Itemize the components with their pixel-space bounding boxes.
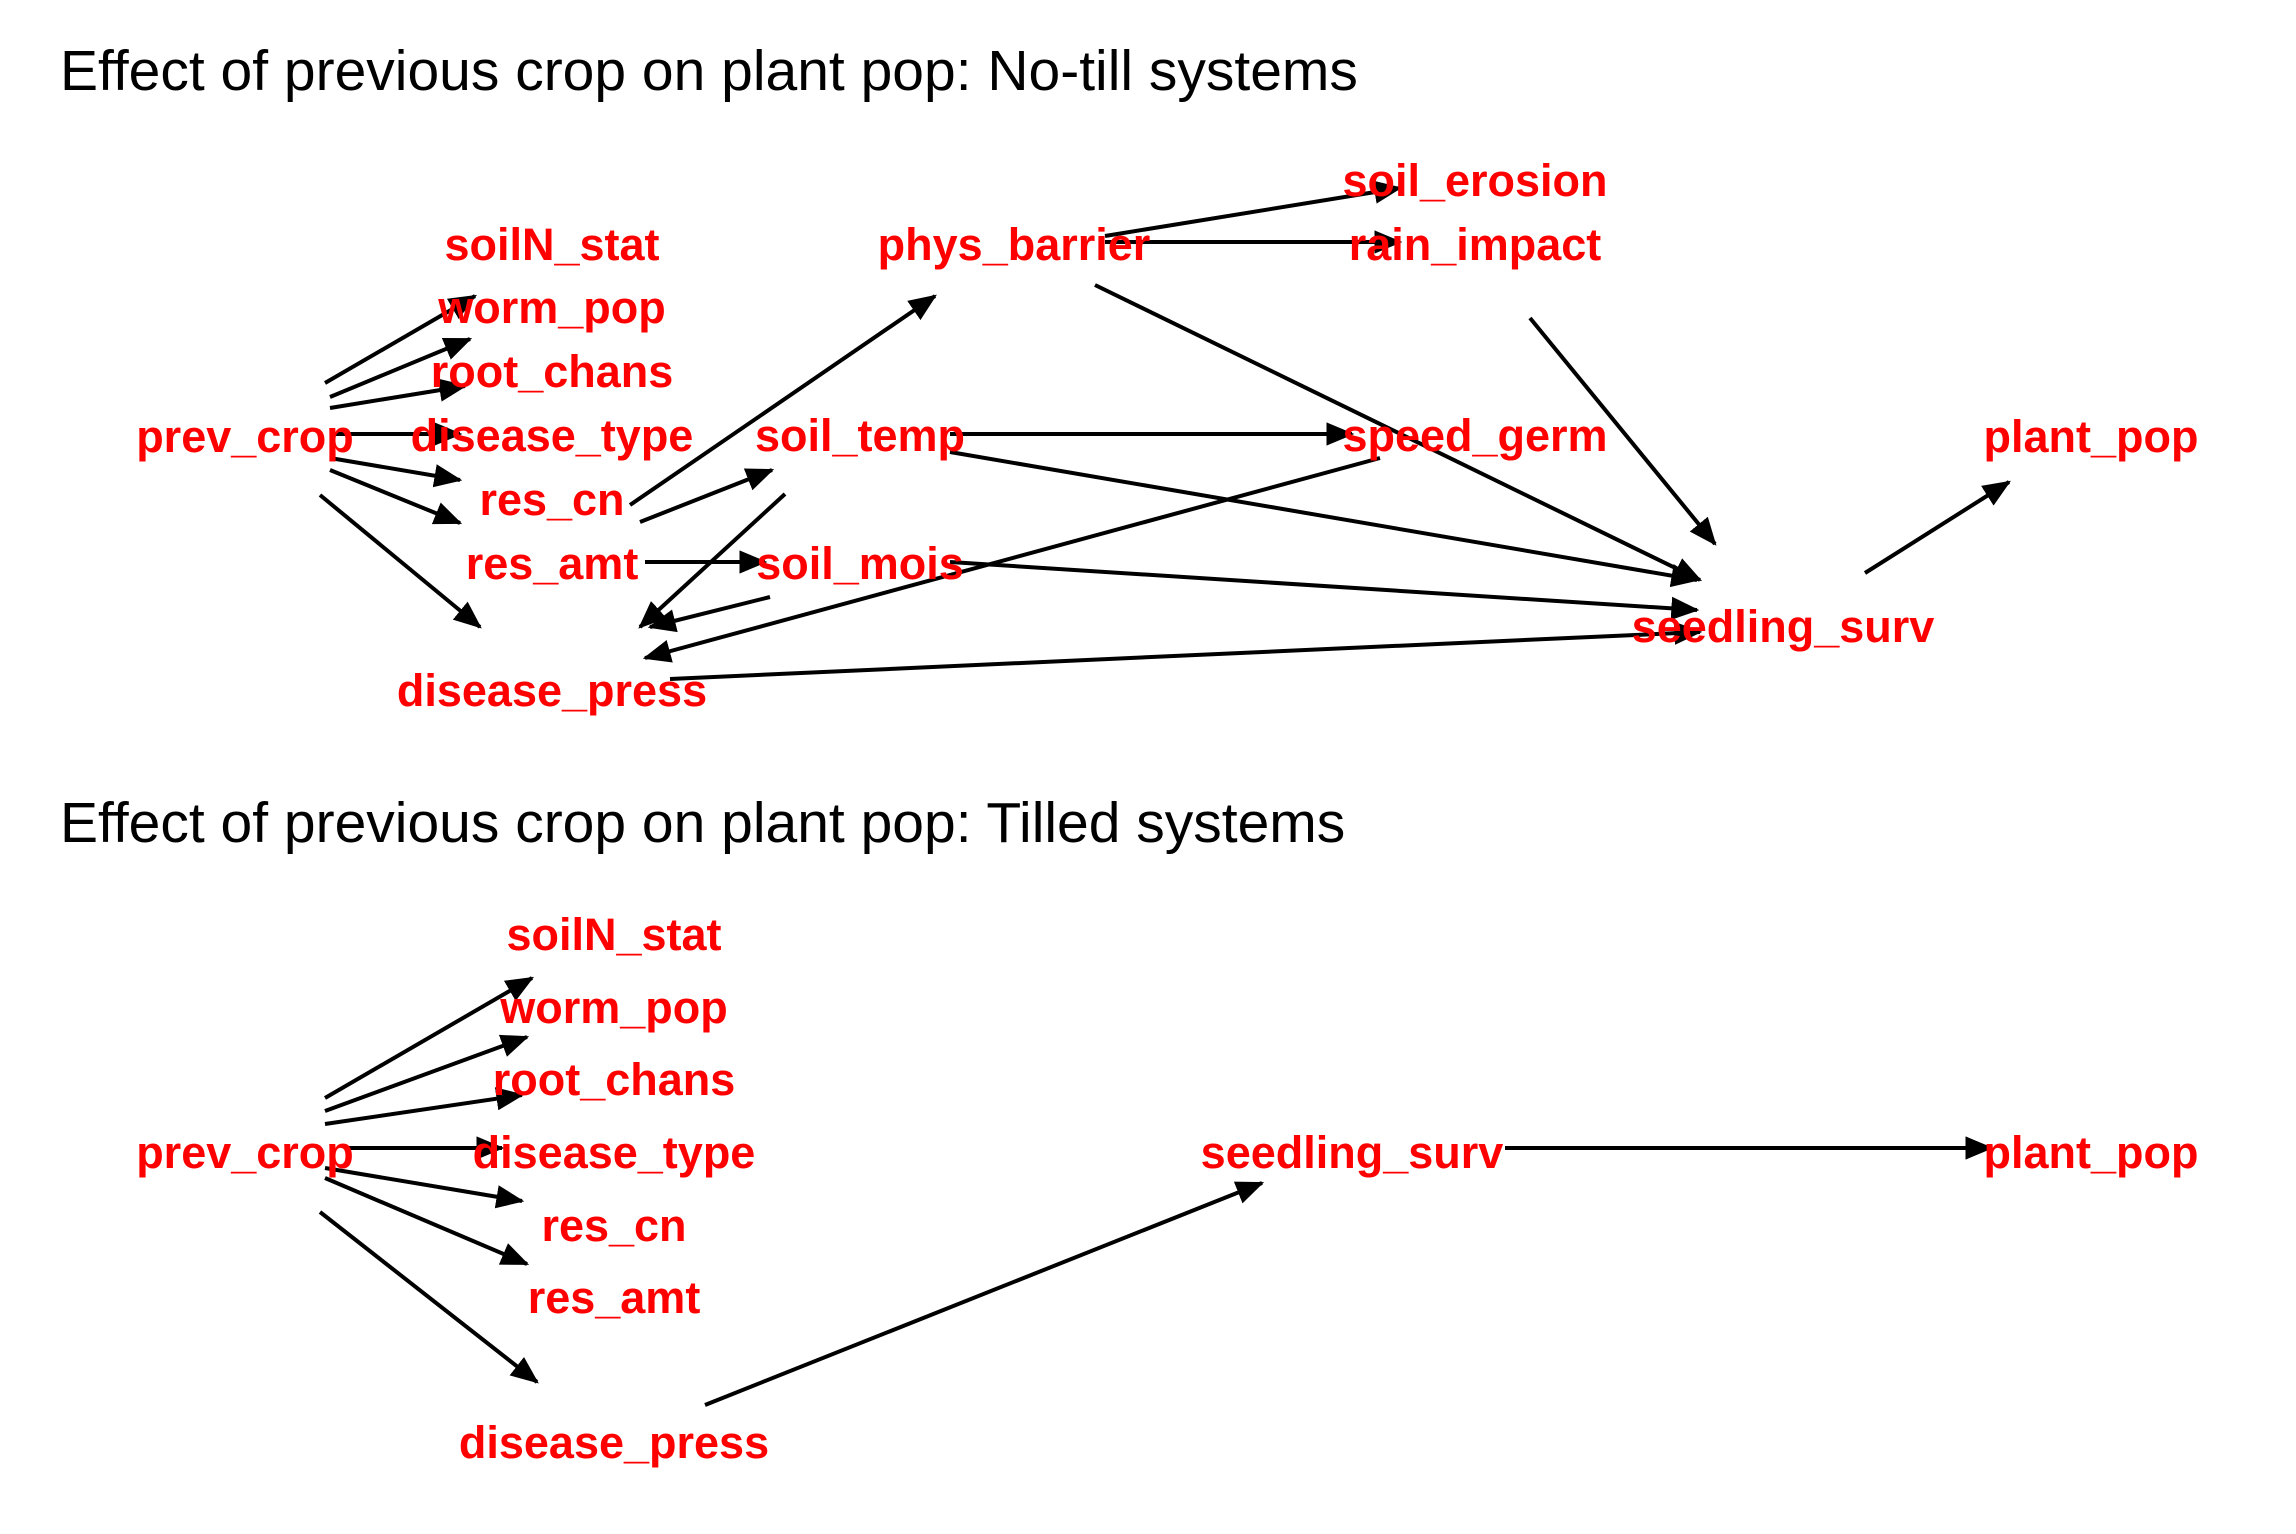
node-soil_temp: soil_temp [755, 410, 965, 461]
node-worm_pop: worm_pop [499, 982, 728, 1033]
edge-arrow [1104, 180, 1403, 238]
diagram-title: Effect of previous crop on plant pop: Ti… [60, 791, 1345, 855]
edge-arrow [1863, 480, 2011, 575]
node-seedling_surv: seedling_surv [1201, 1127, 1504, 1178]
edge-arrow [329, 468, 463, 525]
edge-arrow [323, 294, 478, 385]
edge-arrow [323, 976, 535, 1100]
node-phys_barrier: phys_barrier [878, 219, 1151, 270]
node-root_chans: root_chans [493, 1054, 736, 1105]
node-plant_pop: plant_pop [1984, 411, 2199, 462]
node-prev_crop: prev_crop [136, 411, 354, 462]
node-disease_press: disease_press [397, 665, 707, 716]
node-layer: prev_crop soilN_stat worm_pop root_chans… [136, 909, 2198, 1468]
diagram-title: Effect of previous crop on plant pop: No… [60, 39, 1358, 103]
edge-arrow [704, 1181, 1265, 1407]
edge-arrow [318, 493, 482, 629]
node-plant_pop: plant_pop [1984, 1127, 2199, 1178]
edge-arrow [949, 450, 1700, 588]
node-layer: prev_crop soilN_stat worm_pop root_chans… [136, 155, 2198, 716]
node-disease_press: disease_press [459, 1417, 769, 1468]
node-soil_erosion: soil_erosion [1342, 155, 1607, 206]
node-speed_germ: speed_germ [1342, 410, 1607, 461]
node-res_amt: res_amt [466, 538, 639, 589]
node-res_cn: res_cn [479, 474, 624, 525]
diagram-notill: Effect of previous crop on plant pop: No… [60, 39, 2198, 716]
edge-layer [318, 180, 2011, 681]
edge-arrow [1528, 316, 1717, 546]
edge-arrow [1094, 283, 1703, 582]
edge-arrow [642, 456, 1381, 663]
edge-layer [318, 976, 1994, 1407]
node-disease_type: disease_type [411, 410, 694, 461]
node-soilN_stat: soilN_stat [444, 219, 659, 270]
edge-arrow [628, 294, 937, 507]
diagram-tilled: Effect of previous crop on plant pop: Ti… [60, 791, 2198, 1468]
edge-arrow [949, 560, 1700, 620]
edge-arrow [638, 492, 787, 629]
node-res_cn: res_cn [541, 1200, 686, 1251]
node-rain_impact: rain_impact [1349, 219, 1602, 270]
node-seedling_surv: seedling_surv [1632, 601, 1935, 652]
node-disease_type: disease_type [473, 1127, 756, 1178]
node-soilN_stat: soilN_stat [506, 909, 721, 960]
edge-arrow [318, 1210, 539, 1384]
edge-arrow [324, 1087, 525, 1126]
edge-arrow [324, 1176, 530, 1266]
edge-arrow [329, 456, 463, 488]
edge-arrow [324, 1034, 530, 1113]
node-res_amt: res_amt [528, 1272, 701, 1323]
node-root_chans: root_chans [431, 346, 674, 397]
edge-arrow [329, 337, 473, 399]
node-worm_pop: worm_pop [437, 282, 666, 333]
node-prev_crop: prev_crop [136, 1127, 354, 1178]
node-soil_mois: soil_mois [756, 538, 964, 589]
edge-arrow [669, 621, 1703, 681]
edge-arrow [324, 1166, 525, 1209]
edge-arrow [639, 468, 775, 524]
edge-arrow [329, 378, 468, 410]
edge-arrow [647, 595, 771, 633]
